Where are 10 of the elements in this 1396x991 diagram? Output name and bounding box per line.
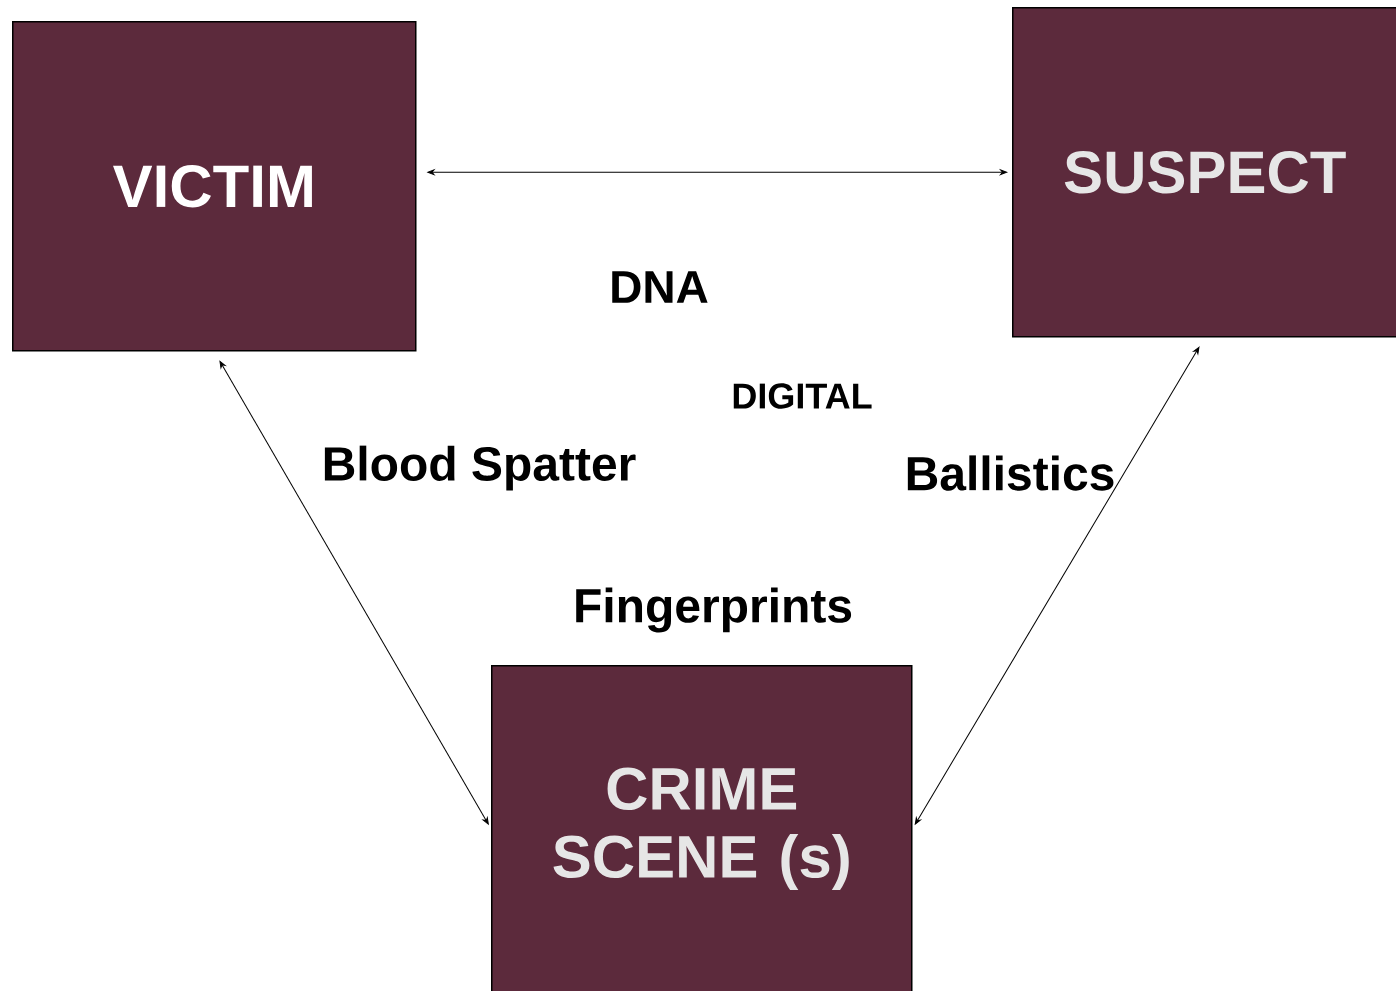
process-box: VICTIM — [12, 21, 417, 352]
process-box: CRIME SCENE (s) — [491, 665, 913, 991]
evidence-label: DIGITAL — [733, 383, 872, 409]
arrow — [219, 360, 489, 825]
evidence-label: DNA — [612, 271, 708, 303]
process-box: SUSPECT — [1012, 7, 1396, 338]
arrow — [427, 169, 1008, 176]
evidence-label: Blood Spatter — [324, 445, 636, 491]
evidence-label: Ballistics — [907, 455, 1114, 491]
arrow — [914, 346, 1200, 825]
